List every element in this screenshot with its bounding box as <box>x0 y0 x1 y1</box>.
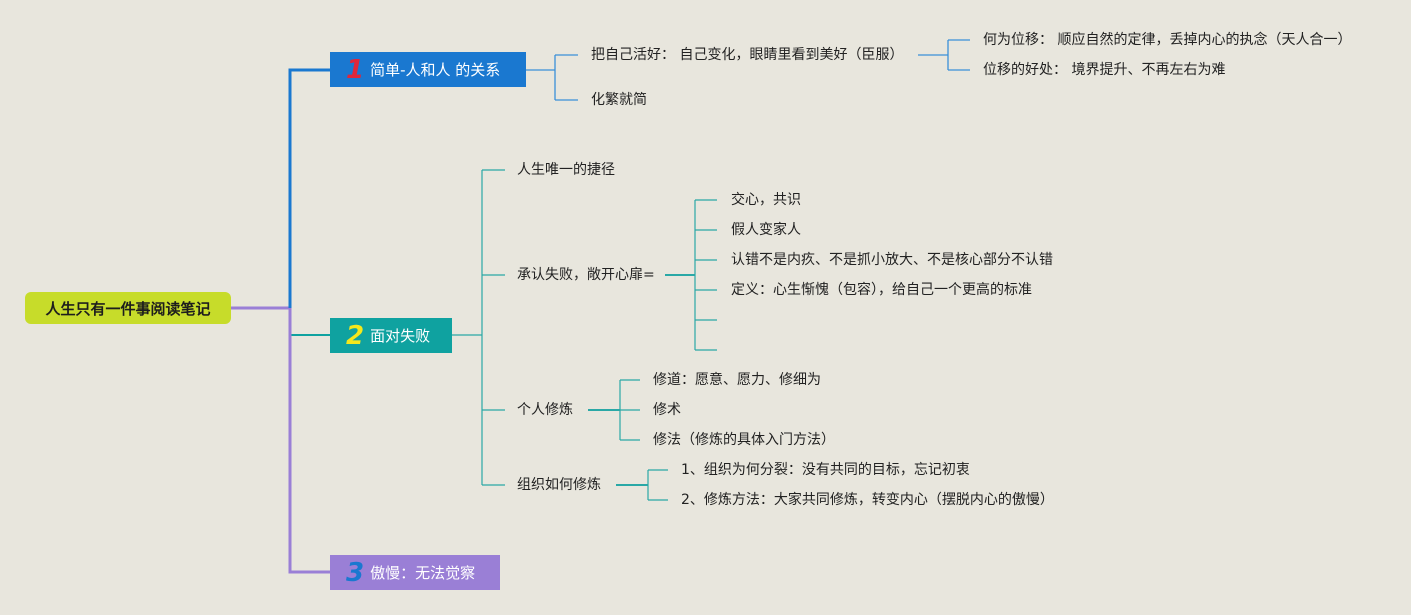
connector-branch-1 <box>288 68 330 308</box>
branch-2-item-4-sub-1[interactable]: 1、组织为何分裂：没有共同的目标，忘记初衷 <box>681 462 970 478</box>
branch-1-label: 简单-人和人 的关系 <box>370 61 501 79</box>
branch-2-number: 2 <box>346 320 365 351</box>
branch-2-label: 面对失败 <box>370 327 431 345</box>
branch-2-item-1[interactable]: 人生唯一的捷径 <box>517 162 615 178</box>
branch-2-item-2-sub-1[interactable]: 交心，共识 <box>731 192 801 208</box>
branch-3-number: 3 <box>346 557 365 588</box>
branch-1-node[interactable]: 1 简单-人和人 的关系 <box>330 52 526 87</box>
branch-1-item-2[interactable]: 化繁就简 <box>591 92 647 108</box>
root-node[interactable]: 人生只有一件事阅读笔记 <box>25 292 231 324</box>
branch-2-node[interactable]: 2 面对失败 <box>330 318 452 353</box>
branch-3-label: 傲慢：无法觉察 <box>370 564 476 582</box>
branch-1-number: 1 <box>346 54 365 85</box>
branch-2-item-4-sub-2[interactable]: 2、修炼方法：大家共同修炼，转变内心（摆脱内心的傲慢） <box>681 492 1054 508</box>
branch-2-item-2-sub-4[interactable]: 定义：心生惭愧（包容），给自己一个更高的标准 <box>731 282 1032 298</box>
branch-2-item-2-sub-2[interactable]: 假人变家人 <box>731 222 801 238</box>
branch-2-item-3-sub-2[interactable]: 修术 <box>653 402 681 418</box>
branch-1-lines <box>526 39 970 101</box>
branch-1-item-1-sub-1[interactable]: 何为位移： 顺应自然的定律，丢掉内心的执念（天人合一） <box>983 32 1352 48</box>
branch-2-item-3[interactable]: 个人修炼 <box>517 402 573 418</box>
connector-branch-3 <box>288 308 330 574</box>
branch-1-item-1-sub-2[interactable]: 位移的好处： 境界提升、不再左右为难 <box>983 62 1226 78</box>
branch-2-item-2[interactable]: 承认失败，敞开心扉= <box>517 267 655 283</box>
branch-2-item-2-sub-3[interactable]: 认错不是内疚、不是抓小放大、不是核心部分不认错 <box>731 252 1053 268</box>
branch-1-item-1[interactable]: 把自己活好： 自己变化，眼睛里看到美好（臣服） <box>591 47 904 63</box>
branch-2-item-4[interactable]: 组织如何修炼 <box>517 477 601 493</box>
branch-2-item-3-sub-1[interactable]: 修道：愿意、愿力、修细为 <box>653 372 821 388</box>
branch-2-lines <box>452 169 717 501</box>
branch-3-node[interactable]: 3 傲慢：无法觉察 <box>330 555 500 590</box>
branch-2-item-3-sub-3[interactable]: 修法（修炼的具体入门方法） <box>653 432 835 448</box>
